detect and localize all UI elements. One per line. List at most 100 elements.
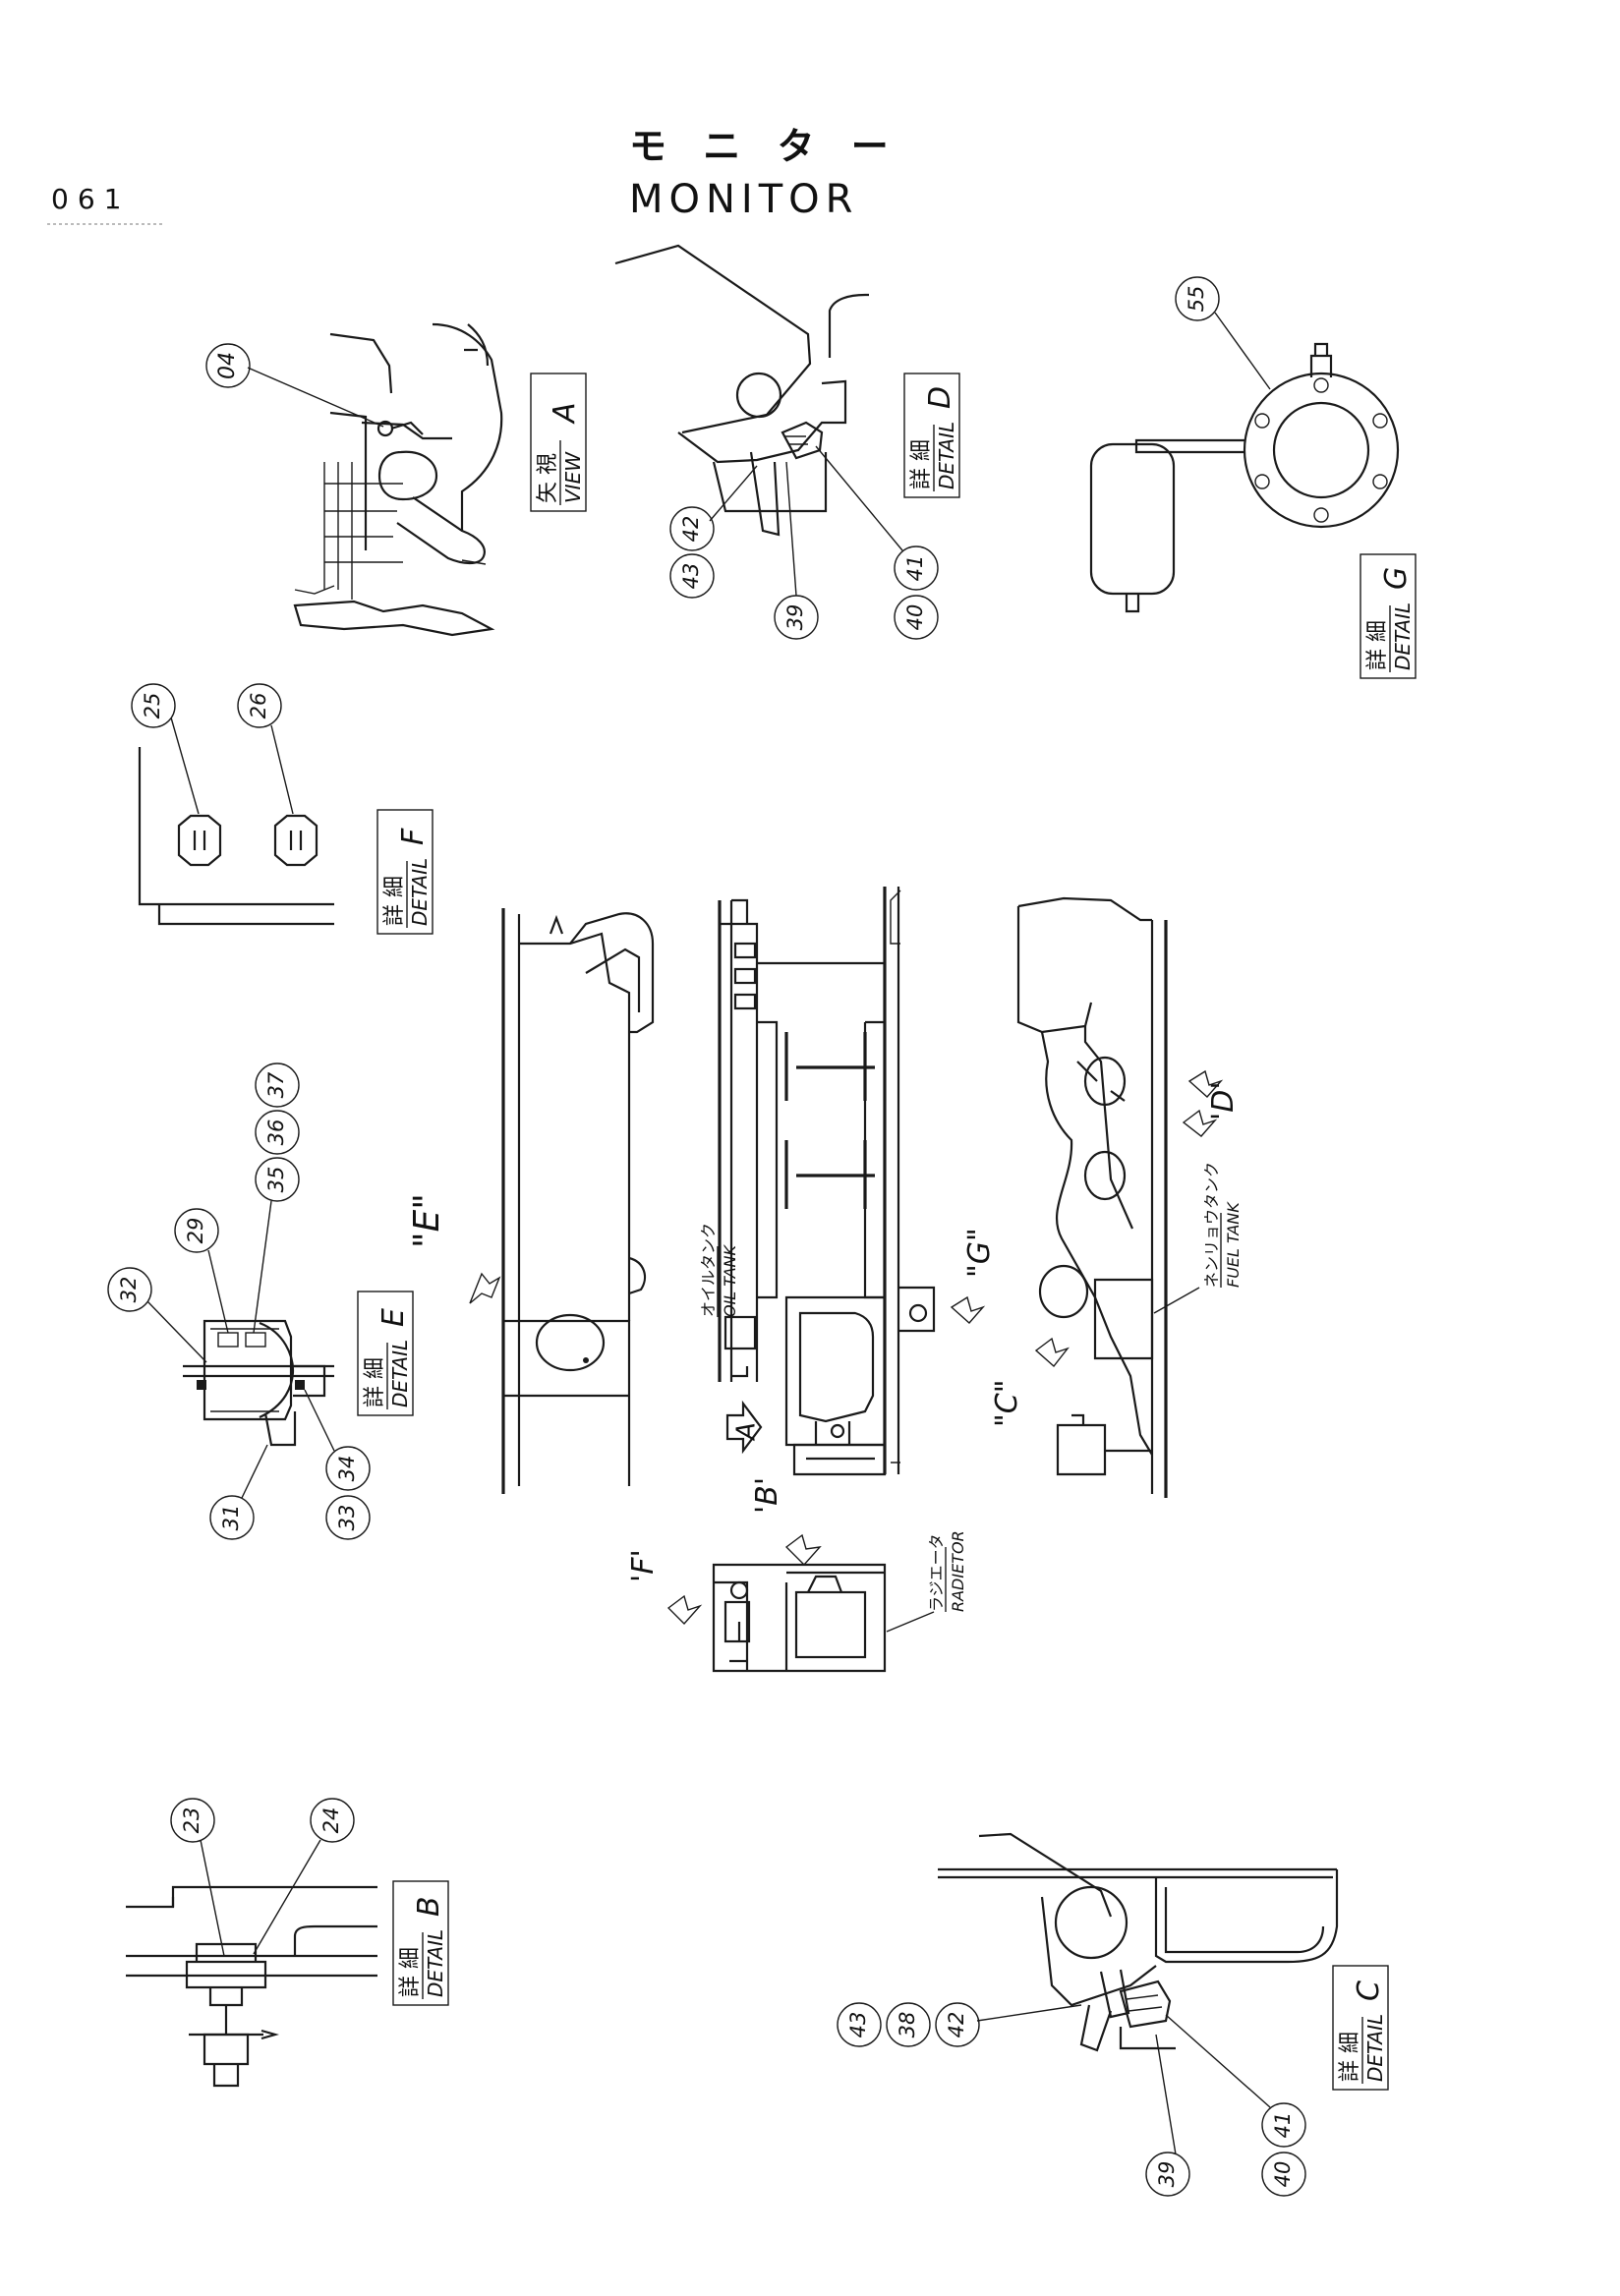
view-marker-d: 'D' (1182, 1069, 1241, 1137)
svg-text:32: 32 (117, 1277, 141, 1303)
svg-text:41: 41 (1271, 2112, 1295, 2139)
machine-plan-view (718, 887, 936, 1476)
svg-text:29: 29 (184, 1218, 207, 1244)
detail-f-balloons: 25 26 (131, 683, 294, 815)
svg-text:DETAIL: DETAIL (408, 858, 432, 926)
svg-text:26: 26 (247, 693, 270, 719)
svg-text:FUEL TANK: FUEL TANK (1224, 1201, 1243, 1288)
view-marker-c: "C" (990, 1337, 1070, 1427)
svg-text:A: A (548, 402, 582, 425)
svg-text:42: 42 (679, 516, 703, 543)
svg-text:'B': 'B' (750, 1477, 784, 1514)
detail-f-drawing (138, 747, 334, 926)
detail-e-balloons: 32 29 35 36 37 31 33 34 (107, 1062, 371, 1540)
page-number: 061 (51, 183, 130, 215)
svg-text:DETAIL: DETAIL (1363, 2014, 1387, 2082)
detail-g-drawing (1089, 342, 1400, 613)
svg-text:41: 41 (903, 555, 927, 582)
part-balloon-55: 55 (1175, 276, 1271, 390)
view-marker-a-arrow: A (725, 1400, 763, 1455)
svg-text:23: 23 (180, 1808, 203, 1834)
svg-text:55: 55 (1185, 286, 1208, 313)
svg-text:39: 39 (783, 604, 807, 631)
svg-text:詳 細: 詳 細 (382, 876, 407, 926)
machine-lower-view (1016, 896, 1168, 1498)
svg-text:43: 43 (679, 563, 703, 590)
view-marker-b: 'B' (750, 1477, 822, 1567)
detail-f-label: 詳 細 DETAIL F (376, 809, 434, 935)
svg-text:ネンリョウタンク: ネンリョウタンク (1202, 1162, 1221, 1288)
svg-text:詳 細: 詳 細 (1338, 2032, 1362, 2082)
detail-d-label: 詳 細 DETAIL D (903, 373, 960, 498)
detail-d-balloons: 43 42 39 40 41 (669, 445, 939, 640)
svg-text:38: 38 (896, 2012, 919, 2038)
view-a-label: 矢 視 VIEW A (530, 373, 587, 512)
svg-text:C: C (1352, 1980, 1386, 2001)
machine-radiator-view (712, 1563, 887, 1673)
svg-text:36: 36 (264, 1119, 288, 1146)
part-balloon-04: 04 (205, 343, 384, 428)
view-a-drawing (293, 322, 503, 637)
svg-text:43: 43 (846, 2012, 870, 2038)
svg-text:D: D (923, 386, 957, 409)
svg-text:33: 33 (335, 1505, 359, 1531)
detail-b-balloons: 23 24 (170, 1798, 355, 1957)
svg-text:ラジエータ: ラジエータ (927, 1533, 946, 1612)
svg-text:詳 細: 詳 細 (398, 1947, 423, 1997)
svg-text:40: 40 (1271, 2161, 1295, 2188)
detail-c-label: 詳 細 DETAIL C (1332, 1965, 1389, 2091)
svg-text:DETAIL: DETAIL (388, 1340, 412, 1407)
title-japanese: モ ニ タ ー (629, 125, 900, 168)
view-marker-g: "G" (950, 1228, 997, 1324)
svg-text:詳 細: 詳 細 (363, 1357, 387, 1407)
detail-g-label: 詳 細 DETAIL G (1360, 553, 1417, 679)
detail-e-drawing (183, 1319, 334, 1447)
svg-text:35: 35 (264, 1167, 288, 1193)
svg-text:RADIETOR: RADIETOR (949, 1530, 967, 1612)
svg-text:"E": "E" (407, 1193, 447, 1248)
svg-text:34: 34 (335, 1456, 359, 1482)
fuel-tank-leader (1153, 1287, 1200, 1314)
detail-c-balloons: 43 38 42 39 40 41 (837, 2002, 1306, 2197)
svg-text:"G": "G" (962, 1228, 997, 1278)
svg-text:オイルタンク: オイルタンク (699, 1223, 718, 1317)
view-marker-e: "E" (407, 1193, 501, 1304)
svg-text:39: 39 (1155, 2161, 1179, 2188)
detail-d-drawing (614, 244, 869, 537)
svg-text:F: F (396, 828, 431, 845)
radiator-leader (886, 1611, 935, 1633)
svg-text:37: 37 (264, 1071, 288, 1098)
fuel-tank-note: ネンリョウタンク FUEL TANK (1202, 1162, 1243, 1288)
detail-c-drawing (938, 1832, 1339, 2052)
svg-text:DETAIL: DETAIL (424, 1929, 447, 1997)
svg-text:04: 04 (215, 352, 240, 379)
svg-text:詳 細: 詳 細 (1365, 620, 1390, 670)
detail-e-label: 詳 細 DETAIL E (357, 1291, 414, 1416)
svg-text:A: A (732, 1422, 762, 1442)
svg-text:DETAIL: DETAIL (935, 422, 958, 489)
svg-text:G: G (1379, 567, 1414, 590)
svg-text:31: 31 (219, 1505, 243, 1531)
detail-b-label: 詳 細 DETAIL B (392, 1880, 449, 2006)
svg-text:24: 24 (319, 1808, 343, 1834)
svg-text:42: 42 (945, 2012, 968, 2038)
machine-upper-view (501, 908, 655, 1494)
svg-text:40: 40 (903, 604, 927, 631)
view-marker-f: 'F' (626, 1549, 703, 1626)
svg-text:'D': 'D' (1206, 1081, 1241, 1120)
svg-text:"C": "C" (990, 1379, 1024, 1427)
svg-text:VIEW: VIEW (561, 451, 585, 503)
svg-text:'F': 'F' (626, 1549, 661, 1582)
svg-text:B: B (412, 1896, 446, 1917)
svg-text:OIL TANK: OIL TANK (721, 1243, 739, 1317)
detail-b-drawing (126, 1885, 377, 2088)
radiator-note: ラジエータ RADIETOR (927, 1530, 967, 1612)
svg-text:DETAIL: DETAIL (1391, 603, 1415, 670)
svg-text:E: E (376, 1308, 411, 1327)
oil-tank-note: オイルタンク OIL TANK (699, 1223, 739, 1317)
svg-text:詳 細: 詳 細 (909, 439, 934, 489)
svg-text:矢 視: 矢 視 (536, 453, 560, 503)
svg-text:25: 25 (141, 693, 164, 719)
title-english: MONITOR (629, 177, 858, 222)
